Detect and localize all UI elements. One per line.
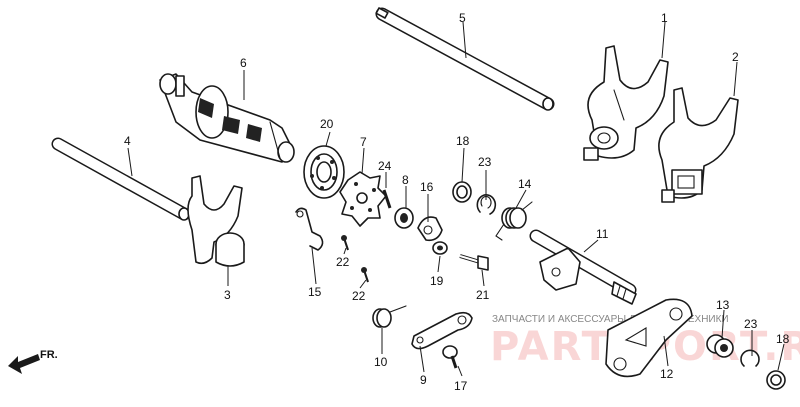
label-part-15: 15 xyxy=(308,285,322,299)
part-16-stopper-plate[interactable] xyxy=(417,216,443,242)
part-9-stopper-arm[interactable] xyxy=(411,311,473,350)
part-20-bearing[interactable] xyxy=(303,145,345,199)
front-arrow-icon xyxy=(8,354,40,374)
part-21-pivot-bolt[interactable] xyxy=(459,254,489,271)
label-part-19: 19 xyxy=(430,274,444,288)
label-part-1: 1 xyxy=(661,11,668,25)
part-1-shift-fork[interactable] xyxy=(583,45,669,161)
part-11-gearshift-spindle[interactable] xyxy=(529,229,637,305)
label-part-5: 5 xyxy=(459,11,466,25)
front-direction-label: FR. xyxy=(40,349,58,361)
part-19-washer[interactable] xyxy=(432,241,448,255)
part-10-stopper-spring[interactable] xyxy=(372,305,407,328)
part-23-circlip-upper[interactable] xyxy=(476,194,497,215)
part-5-shift-fork-shaft[interactable] xyxy=(375,7,555,111)
part-6-shift-drum[interactable] xyxy=(159,73,295,163)
part-22-screw-upper[interactable] xyxy=(341,235,349,251)
label-part-3: 3 xyxy=(224,288,231,302)
label-part-17: 17 xyxy=(454,379,468,393)
part-3-shift-fork[interactable] xyxy=(187,175,245,267)
part-number-labels: 1 2 3 4 5 6 7 8 9 10 11 12 13 14 15 16 1… xyxy=(124,11,790,393)
part-4-shift-fork-shaft[interactable] xyxy=(51,137,191,221)
part-14-return-spring[interactable] xyxy=(495,201,533,241)
label-part-12: 12 xyxy=(660,367,674,381)
part-24-dowel-pin[interactable] xyxy=(382,189,392,209)
label-part-20: 20 xyxy=(320,117,334,131)
label-part-6: 6 xyxy=(240,56,247,70)
label-part-4: 4 xyxy=(124,134,131,148)
label-part-8: 8 xyxy=(402,173,409,187)
leader-lines xyxy=(127,21,785,377)
label-part-22-upper: 22 xyxy=(336,255,350,269)
part-12-shift-arm[interactable] xyxy=(605,298,693,378)
watermark-caption: ЗАПЧАСТИ И АКСЕССУАРЫ ДЛЯ МОТОТЕХНИКИ xyxy=(492,314,729,325)
part-15-spring-bracket[interactable] xyxy=(295,207,324,251)
label-part-23-lower: 23 xyxy=(744,317,758,331)
label-part-11: 11 xyxy=(596,227,609,241)
label-part-13: 13 xyxy=(716,298,730,312)
part-8-collar[interactable] xyxy=(394,207,414,229)
label-part-7: 7 xyxy=(360,135,367,149)
label-part-2: 2 xyxy=(732,50,739,64)
label-part-23-upper: 23 xyxy=(478,155,492,169)
label-part-24: 24 xyxy=(378,159,392,173)
part-13-collar[interactable] xyxy=(706,334,734,358)
part-23-circlip-lower[interactable] xyxy=(740,349,760,367)
part-18-washer-upper[interactable] xyxy=(452,181,472,203)
part-17-bolt[interactable] xyxy=(442,345,458,369)
label-part-18-lower: 18 xyxy=(776,332,790,346)
label-part-16: 16 xyxy=(420,180,434,194)
part-22-screw-lower[interactable] xyxy=(361,267,369,283)
front-direction-indicator: FR. xyxy=(8,349,58,374)
label-part-21: 21 xyxy=(476,288,490,302)
part-18-washer-lower[interactable] xyxy=(766,370,786,390)
label-part-18-upper: 18 xyxy=(456,134,470,148)
label-part-9: 9 xyxy=(420,373,427,387)
part-7-drum-stopper-cam[interactable] xyxy=(339,171,387,227)
label-part-22-lower: 22 xyxy=(352,289,366,303)
label-part-14: 14 xyxy=(518,177,532,191)
part-2-shift-fork[interactable] xyxy=(658,87,739,203)
label-part-10: 10 xyxy=(374,355,388,369)
